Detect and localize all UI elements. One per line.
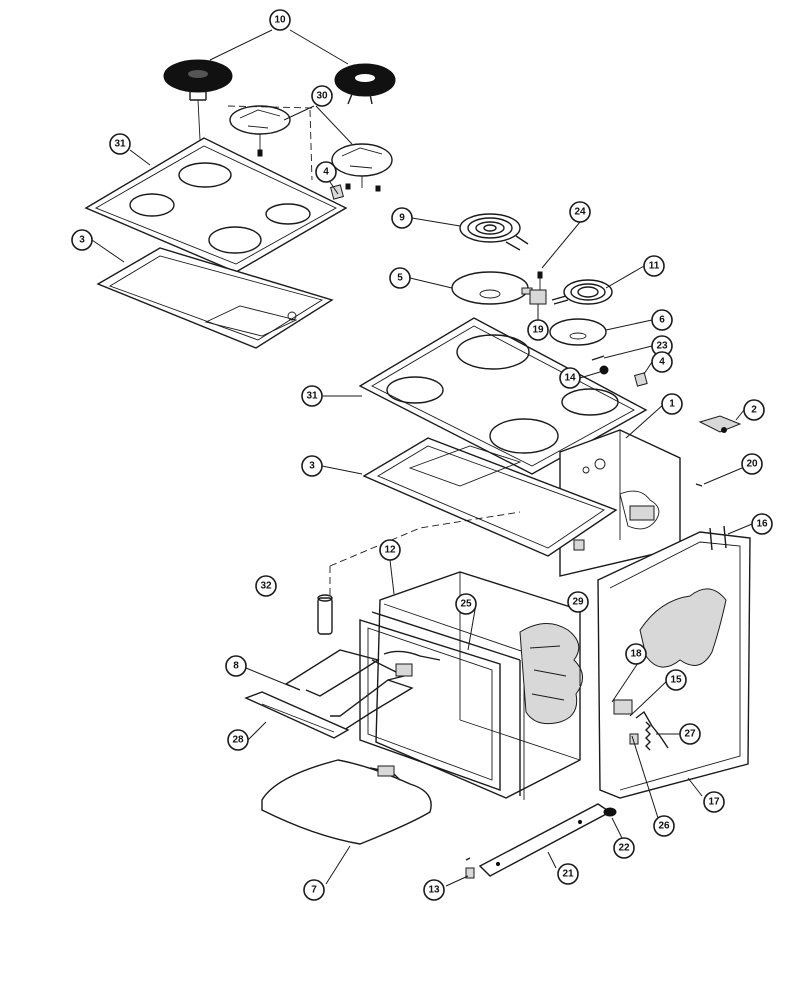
- callout-5: 5: [389, 267, 411, 289]
- bake-element: [261, 759, 432, 845]
- svg-text:4: 4: [323, 167, 329, 178]
- callout-27: 27: [679, 723, 701, 745]
- callout-10: 10: [269, 9, 291, 31]
- svg-text:7: 7: [311, 885, 317, 896]
- svg-text:3: 3: [79, 235, 85, 246]
- callout-11: 11: [643, 255, 665, 277]
- element-receptacle-right: [331, 143, 393, 192]
- callout-18: 18: [625, 643, 647, 665]
- callout-1: 1: [661, 393, 683, 415]
- svg-text:4: 4: [659, 357, 665, 368]
- bracket-2: [698, 415, 742, 433]
- solid-element-right: [334, 63, 396, 105]
- svg-text:24: 24: [574, 207, 586, 218]
- callout-14: 14: [559, 367, 581, 389]
- svg-text:27: 27: [684, 729, 696, 740]
- svg-text:3: 3: [309, 461, 315, 472]
- callout-29: 29: [567, 591, 589, 613]
- cabinet-body: [559, 429, 681, 577]
- side-panel: [597, 525, 751, 799]
- svg-text:8: 8: [233, 661, 239, 672]
- leader-lines: [91, 29, 753, 887]
- callout-3: 3: [71, 229, 93, 251]
- svg-text:26: 26: [658, 821, 670, 832]
- callout-32: 32: [255, 575, 277, 597]
- callout-25: 25: [455, 593, 477, 615]
- element-receptacle-left: [229, 105, 291, 157]
- insulation: [519, 623, 583, 725]
- terminal-block: [529, 271, 547, 305]
- svg-text:13: 13: [428, 885, 440, 896]
- sensor-32: [317, 594, 333, 635]
- callout-16: 16: [751, 513, 773, 535]
- callout-20: 20: [741, 453, 763, 475]
- broil-shield-28: [244, 691, 350, 739]
- clip-middle: [634, 372, 648, 387]
- screw-13: [465, 857, 475, 879]
- plug-14: [599, 365, 609, 375]
- svg-text:21: 21: [562, 869, 574, 880]
- spring-27: [645, 721, 651, 751]
- svg-text:22: 22: [618, 843, 630, 854]
- callout-24: 24: [569, 201, 591, 223]
- callout-15: 15: [665, 669, 687, 691]
- callout-9: 9: [391, 207, 413, 229]
- callout-7: 7: [303, 879, 325, 901]
- svg-text:30: 30: [316, 91, 328, 102]
- callout-22: 22: [613, 837, 635, 859]
- callout-13: 13: [423, 879, 445, 901]
- svg-text:17: 17: [708, 797, 720, 808]
- screw-23: [591, 355, 605, 361]
- svg-text:14: 14: [564, 373, 576, 384]
- callout-17: 17: [703, 791, 725, 813]
- svg-text:1: 1: [669, 399, 675, 410]
- cooktop-middle: [358, 317, 648, 475]
- svg-text:29: 29: [572, 597, 584, 608]
- callout-6: 6: [651, 309, 673, 331]
- callout-28: 28: [227, 729, 249, 751]
- svg-text:23: 23: [656, 341, 668, 352]
- svg-text:25: 25: [460, 599, 472, 610]
- svg-text:5: 5: [397, 273, 403, 284]
- drip-pan-large: [451, 271, 533, 305]
- foot-22: [603, 807, 617, 817]
- callout-30: 30: [311, 85, 333, 107]
- svg-text:15: 15: [670, 675, 682, 686]
- callout-31: 31: [301, 385, 323, 407]
- drip-pan-small: [549, 318, 607, 346]
- svg-text:19: 19: [532, 325, 544, 336]
- cooktop-liner-upper: [96, 247, 334, 349]
- callout-4: 4: [651, 351, 673, 373]
- callout-21: 21: [557, 863, 579, 885]
- svg-text:10: 10: [274, 15, 286, 26]
- screw-20: [695, 483, 703, 487]
- svg-text:32: 32: [260, 581, 272, 592]
- svg-text:20: 20: [746, 459, 758, 470]
- coil-element-large: [459, 213, 529, 251]
- svg-text:31: 31: [306, 391, 318, 402]
- svg-text:6: 6: [659, 315, 665, 326]
- svg-text:31: 31: [114, 139, 126, 150]
- svg-text:2: 2: [751, 405, 757, 416]
- kick-panel: [478, 803, 612, 877]
- svg-text:28: 28: [232, 735, 244, 746]
- svg-text:16: 16: [756, 519, 768, 530]
- callout-8: 8: [225, 655, 247, 677]
- callout-2: 2: [743, 399, 765, 421]
- cooktop-upper-left: [84, 137, 348, 273]
- callout-4: 4: [315, 161, 337, 183]
- coil-element-small: [551, 279, 613, 305]
- cooktop-liner-middle: [362, 437, 618, 557]
- svg-text:9: 9: [399, 213, 405, 224]
- callout-3: 3: [301, 455, 323, 477]
- callout-12: 12: [379, 539, 401, 561]
- svg-text:11: 11: [649, 261, 660, 272]
- callout-19: 19: [527, 319, 549, 341]
- svg-text:12: 12: [384, 545, 396, 556]
- callout-31: 31: [109, 133, 131, 155]
- svg-text:18: 18: [630, 649, 642, 660]
- bake-element-wire: [383, 650, 441, 661]
- callout-26: 26: [653, 815, 675, 837]
